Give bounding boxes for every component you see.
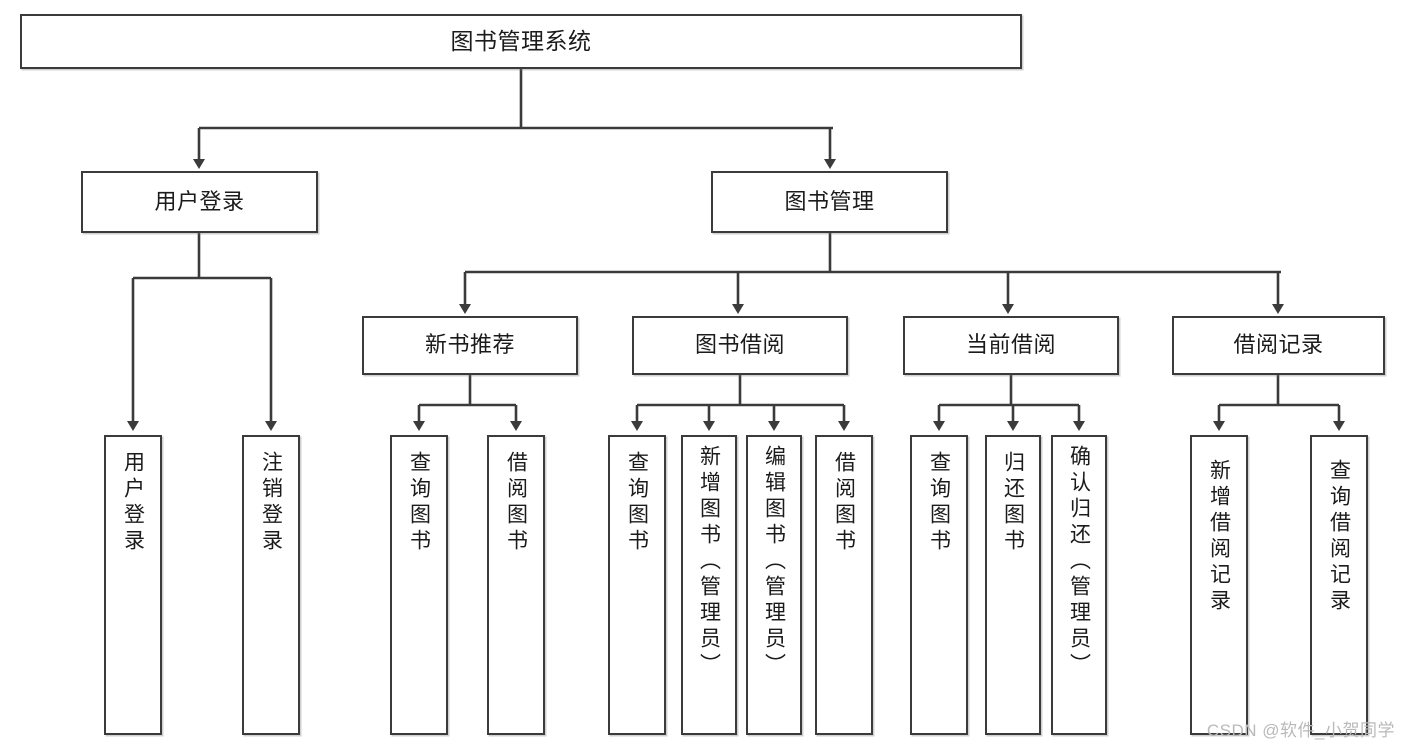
node-label: 图书管理 [784, 188, 875, 214]
node-borrow-record[interactable]: 借阅记录 [1172, 316, 1385, 375]
node-user-login[interactable]: 用户登录 [81, 171, 318, 233]
node-leaf-recommend-borrow-book[interactable]: 借阅图书 [487, 435, 545, 735]
node-label: 新书推荐 [424, 332, 515, 358]
node-book-borrow[interactable]: 图书借阅 [632, 316, 848, 375]
node-label: 归还图书 [1001, 451, 1025, 555]
node-label: 查询图书 [625, 451, 649, 555]
node-label: 注销登录 [259, 451, 283, 555]
node-label: 用户登录 [154, 188, 245, 214]
node-label: 图书借阅 [694, 332, 785, 358]
node-label: 编辑图书（管理员） [762, 445, 786, 679]
node-leaf-user-logout[interactable]: 注销登录 [242, 435, 300, 735]
node-leaf-current-confirm-return-admin[interactable]: 确认归还（管理员） [1051, 435, 1107, 735]
node-label: 图书管理系统 [450, 27, 592, 54]
node-leaf-recommend-query-book[interactable]: 查询图书 [390, 435, 448, 735]
node-label: 新增借阅记录 [1207, 459, 1231, 615]
node-leaf-borrow-borrow-book[interactable]: 借阅图书 [815, 435, 873, 735]
node-current-borrow[interactable]: 当前借阅 [903, 316, 1119, 375]
node-leaf-borrow-query-book[interactable]: 查询图书 [608, 435, 666, 735]
node-label: 查询图书 [407, 451, 431, 555]
node-label: 查询图书 [927, 451, 951, 555]
node-label: 确认归还（管理员） [1067, 445, 1091, 679]
node-label: 借阅图书 [504, 451, 528, 555]
node-leaf-borrow-edit-book-admin[interactable]: 编辑图书（管理员） [746, 435, 802, 735]
node-leaf-user-login[interactable]: 用户登录 [104, 435, 162, 735]
node-book-manage[interactable]: 图书管理 [711, 171, 948, 233]
node-leaf-record-query[interactable]: 查询借阅记录 [1310, 435, 1368, 735]
node-label: 用户登录 [121, 451, 145, 555]
node-label: 新增图书（管理员） [697, 445, 721, 679]
watermark: CSDN @软件_小贺同学 [1206, 721, 1395, 740]
node-new-book-recommend[interactable]: 新书推荐 [362, 316, 578, 375]
node-label: 借阅记录 [1233, 332, 1324, 358]
node-leaf-borrow-add-book-admin[interactable]: 新增图书（管理员） [681, 435, 737, 735]
node-leaf-current-return-book[interactable]: 归还图书 [985, 435, 1041, 735]
node-leaf-current-query-book[interactable]: 查询图书 [910, 435, 968, 735]
node-label: 查询借阅记录 [1327, 459, 1351, 615]
node-leaf-record-add[interactable]: 新增借阅记录 [1190, 435, 1248, 735]
node-label: 当前借阅 [965, 332, 1056, 358]
node-root-system[interactable]: 图书管理系统 [20, 14, 1022, 69]
node-label: 借阅图书 [832, 451, 856, 555]
